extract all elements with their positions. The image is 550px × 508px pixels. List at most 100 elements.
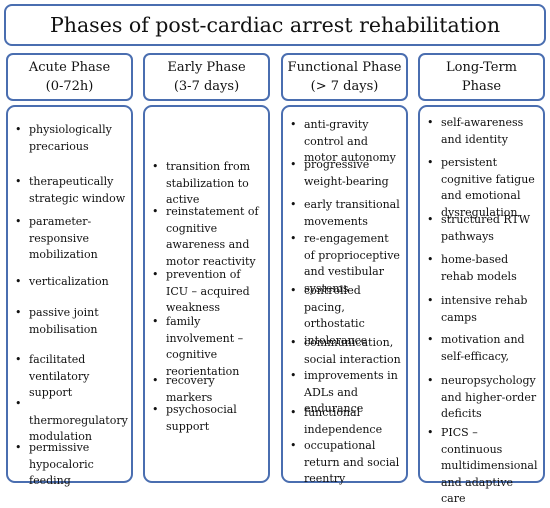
phase-item-text: early transitional movements xyxy=(304,198,400,228)
phase-item-text: controlled pacing, orthostatic intoleran… xyxy=(304,284,368,347)
bullet-glyph: • xyxy=(15,175,22,188)
phase-item-text: permissive hypocaloric feeding xyxy=(29,441,94,487)
phase-item-text: parameter-responsive mobilization xyxy=(29,215,98,261)
bullet-glyph: • xyxy=(290,198,297,211)
bullet-glyph: • xyxy=(427,374,434,387)
phase-item-list: • self-awareness and identity • persistent… xyxy=(427,107,538,505)
phase-item-text: improvements in ADLs and endurance xyxy=(304,369,398,415)
phase-header-line: Functional Phase xyxy=(287,60,402,75)
phase-item: • structured RTW pathways xyxy=(427,212,538,245)
phase-item-text: prevention of ICU – acquired weakness xyxy=(166,268,250,314)
phase-header-line: Phase xyxy=(461,79,502,94)
phase-item: • parameter-responsive mobilization xyxy=(15,214,126,264)
phase-item: • thermoregulatory modulation xyxy=(15,396,128,446)
bullet-glyph: • xyxy=(427,333,434,346)
phase-header-early: Early Phase (3-7 days) xyxy=(143,53,270,101)
phase-item-text: psychosocial support xyxy=(166,403,237,433)
bullet-glyph: • xyxy=(290,369,297,382)
phase-column-long-term: • self-awareness and identity • persistent… xyxy=(418,105,545,505)
phase-item: •reinstatement of cognitive awareness an… xyxy=(152,204,263,270)
bullet-glyph: • xyxy=(427,426,434,439)
phase-header-line: Acute Phase xyxy=(28,60,111,75)
phase-item: • psychosocial support xyxy=(152,402,263,435)
bullet-glyph: • xyxy=(290,284,297,297)
phase-item-list: • physiologically precarious • therapeutic… xyxy=(15,107,128,487)
phase-item-text: facilitated ventilatory support xyxy=(29,353,90,399)
phase-item-text: structured RTW pathways xyxy=(441,213,531,243)
phase-header-line: (0-72h) xyxy=(45,79,94,94)
bullet-glyph: • xyxy=(15,353,22,366)
phase-item: • permissive hypocaloric feeding xyxy=(15,440,126,490)
bullet-glyph: • xyxy=(290,158,297,171)
phase-header-line: (3-7 days) xyxy=(173,79,240,94)
phase-item-text: family involvement – cognitive reorienta… xyxy=(166,315,244,378)
phase-item-text: progressive weight-bearing xyxy=(304,158,389,188)
phase-item: • persistent cognitive fatigue and emotio… xyxy=(427,155,538,221)
phase-header-acute: Acute Phase (0-72h) xyxy=(6,53,133,101)
bullet-glyph: • xyxy=(290,439,297,452)
bullet-glyph: • xyxy=(15,441,22,454)
phase-item: • progressive weight-bearing xyxy=(290,157,401,190)
phase-item: • self-awareness and identity xyxy=(427,115,538,148)
phase-header-line: Early Phase xyxy=(167,60,246,75)
phase-item-text: self-awareness and identity xyxy=(441,116,524,146)
phase-item-text: neuropsychology and higher-order deficit… xyxy=(441,374,537,420)
phase-item-text: motivation and self-efficacy, xyxy=(441,333,525,363)
phase-item-list: • transition from stabilization to active… xyxy=(152,107,263,481)
phase-item-text: therapeutically strategic window xyxy=(29,175,126,205)
phase-item-text: re-engagement of proprioceptive and vest… xyxy=(304,232,400,295)
phase-item: • neuropsychology and higher-order defici… xyxy=(427,373,538,423)
diagram-title: Phases of post-cardiac arrest rehabilita… xyxy=(4,4,546,46)
phase-item-text: intensive rehab camps xyxy=(441,294,528,324)
bullet-glyph: • xyxy=(15,306,22,319)
bullet-glyph: • xyxy=(152,315,159,328)
phase-column-early: • transition from stabilization to active… xyxy=(143,105,270,483)
phase-item: • therapeutically strategic window xyxy=(15,174,126,207)
phase-item-text: passive joint mobilisation xyxy=(29,306,99,336)
phase-item-list: • anti-gravity control and motor autonomy… xyxy=(290,107,401,485)
phase-item-text: transition from stabilization to active xyxy=(166,160,251,206)
phase-item-text: PICS – continuous multidimensional and a… xyxy=(441,426,538,505)
bullet-glyph: • xyxy=(427,156,434,169)
bullet-glyph: • xyxy=(15,275,22,288)
phase-item-text: occupational return and social reentry xyxy=(304,439,400,485)
bullet-glyph: • xyxy=(427,294,434,307)
phase-item: •prevention of ICU – acquired weakness xyxy=(152,267,263,317)
phase-item: • family involvement – cognitive reorient… xyxy=(152,314,263,380)
bullet-glyph: • xyxy=(152,403,159,416)
phase-item-text: persistent cognitive fatigue and emotion… xyxy=(441,156,535,219)
phase-item: • controlled pacing, orthostatic intolera… xyxy=(290,283,401,349)
phase-item: • physiologically precarious xyxy=(15,122,126,155)
bullet-glyph: • xyxy=(15,397,22,410)
phase-item-text: functional independence xyxy=(304,406,383,436)
phase-item-text: physiologically precarious xyxy=(29,123,112,153)
phase-item: • passive joint mobilisation xyxy=(15,305,126,338)
phase-item-text: thermoregulatory modulation xyxy=(29,413,128,444)
phase-item-text: verticalization xyxy=(29,275,109,288)
bullet-glyph: • xyxy=(427,116,434,129)
phase-item: • transition from stabilization to active xyxy=(152,159,263,209)
bullet-glyph: • xyxy=(15,123,22,136)
phase-item: • re-engagement of proprioceptive and ves… xyxy=(290,231,401,297)
phase-column-functional: • anti-gravity control and motor autonomy… xyxy=(281,105,408,485)
bullet-glyph: • xyxy=(290,406,297,419)
bullet-glyph: • xyxy=(290,118,297,131)
phase-item-text: anti-gravity control and motor autonomy xyxy=(304,118,396,164)
phase-item: • verticalization xyxy=(15,274,126,291)
phase-item: • PICS – continuous multidimensional and … xyxy=(427,425,538,508)
phase-column-acute: • physiologically precarious • therapeutic… xyxy=(6,105,133,487)
bullet-glyph: • xyxy=(427,213,434,226)
bullet-glyph: • xyxy=(15,215,22,228)
phase-item: • facilitated ventilatory support xyxy=(15,352,126,402)
phase-item: • intensive rehab camps xyxy=(427,293,538,326)
bullet-glyph: • xyxy=(152,205,159,218)
bullet-glyph: • xyxy=(290,232,297,245)
phase-item: • improvements in ADLs and endurance xyxy=(290,368,401,418)
phase-item: • home-based rehab models xyxy=(427,252,538,285)
bullet-glyph: • xyxy=(152,160,159,173)
phase-item: • occupational return and social reentry xyxy=(290,438,401,488)
phase-item-text: home-based rehab models xyxy=(441,253,517,283)
phase-header-line: Long-Term xyxy=(446,60,517,75)
bullet-glyph: • xyxy=(427,253,434,266)
phase-header-functional: Functional Phase (> 7 days) xyxy=(281,53,408,101)
